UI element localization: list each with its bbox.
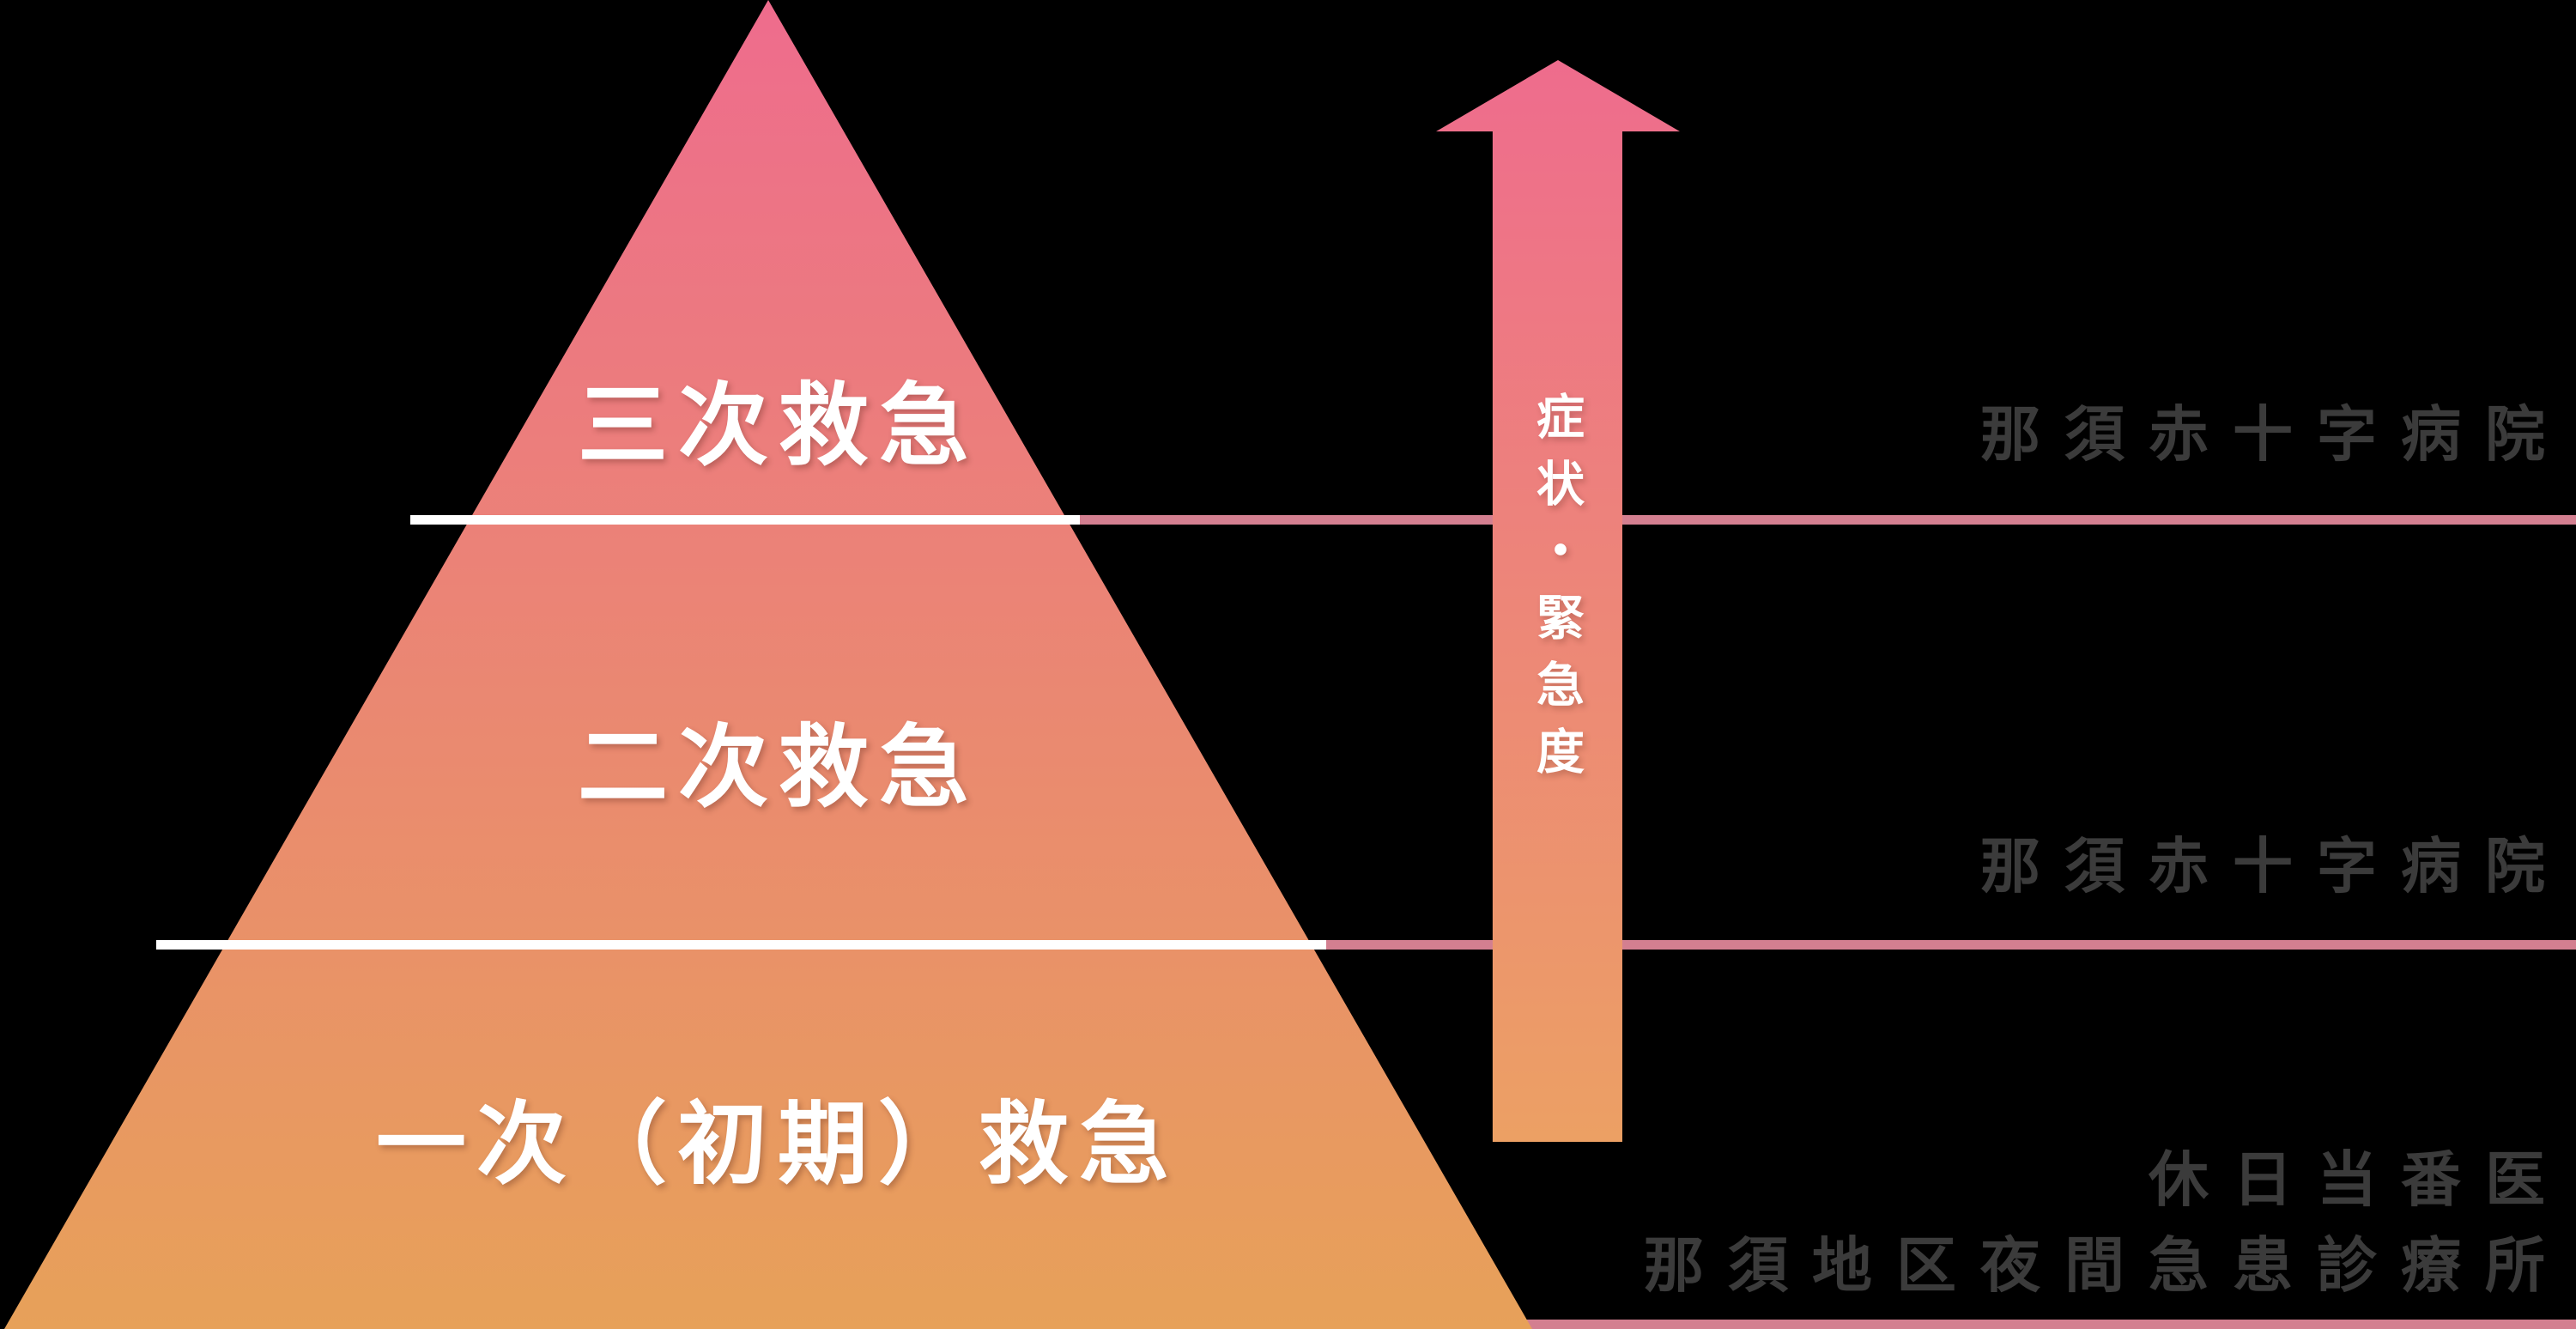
divider-line-2-pink-extension (1324, 940, 2576, 950)
divider-line-1-pink-extension (1078, 515, 2576, 525)
tertiary-emergency-label: 三次救急 (577, 376, 980, 476)
pyramid-divider-1 (410, 515, 1080, 525)
pyramid-divider-2 (156, 940, 1326, 950)
facility-label-tertiary: 那須赤十字病院 (1980, 401, 2569, 468)
divider-line-3-pink-extension (1511, 1320, 2576, 1329)
facility-label-primary-line1: 休日当番医 (2149, 1146, 2569, 1213)
primary-emergency-label: 一次（初期）救急 (375, 1095, 1180, 1195)
secondary-emergency-label: 二次救急 (577, 718, 980, 818)
facility-label-primary-line2: 那須地区夜間急患診療所 (1644, 1232, 2569, 1299)
urgency-arrow-label: 症状・緊急度 (1530, 391, 1585, 793)
facility-label-secondary: 那須赤十字病院 (1980, 833, 2569, 900)
